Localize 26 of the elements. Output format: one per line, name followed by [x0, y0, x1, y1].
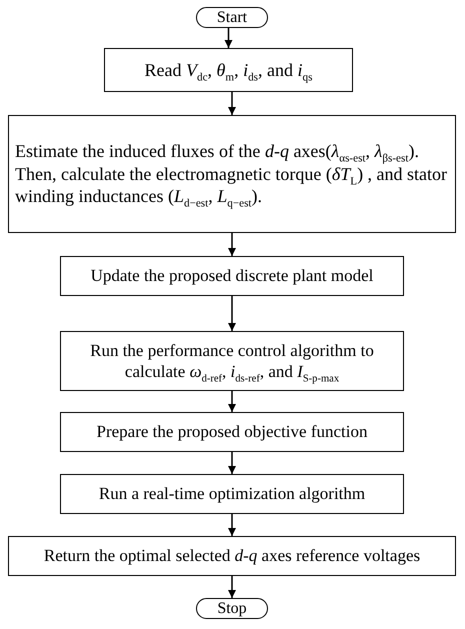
box-text: Start	[216, 8, 248, 28]
box-text: Return the optimal selected d-q axes reference voltages	[44, 545, 420, 567]
box-text: Run a real-time optimization algorithm	[98, 483, 366, 505]
terminal-box	[196, 7, 268, 28]
process-box	[60, 331, 404, 391]
process-box	[104, 48, 353, 92]
box-text: Stop	[217, 598, 247, 618]
process-box	[8, 536, 456, 576]
arrow	[228, 391, 236, 412]
box-text: Estimate the induced fluxes of the d-q axes(λ$_{αs-est}$, λ$_{βs-est}$). Then, calculate the electromagnetic torque (δT$_{L}$) , and stator winding inductances (L$_{d−est}$, L$_{q−est}$).	[15, 140, 448, 208]
arrow	[228, 576, 236, 598]
arrow	[228, 296, 236, 331]
box-text: Run the performance control algorithm to calculate ω$_{d-ref}$, i$_{ds-ref}$, and I$_{S-p-max}$	[89, 340, 375, 382]
box-text: Prepare the proposed objective function	[96, 421, 368, 443]
process-box	[60, 474, 404, 514]
box-text: Update the proposed discrete plant model	[90, 265, 374, 287]
process-box	[60, 412, 404, 452]
arrow	[228, 92, 236, 115]
box-text: Read V$_{dc}$, θ$_{m}$, i$_{ds}$, and i$_{qs}$	[144, 58, 312, 82]
process-box	[60, 256, 404, 296]
arrow	[228, 452, 236, 474]
arrow	[228, 514, 236, 536]
arrow	[224, 28, 232, 48]
arrow	[228, 233, 236, 256]
process-box	[8, 115, 456, 233]
terminal-box	[196, 598, 268, 619]
